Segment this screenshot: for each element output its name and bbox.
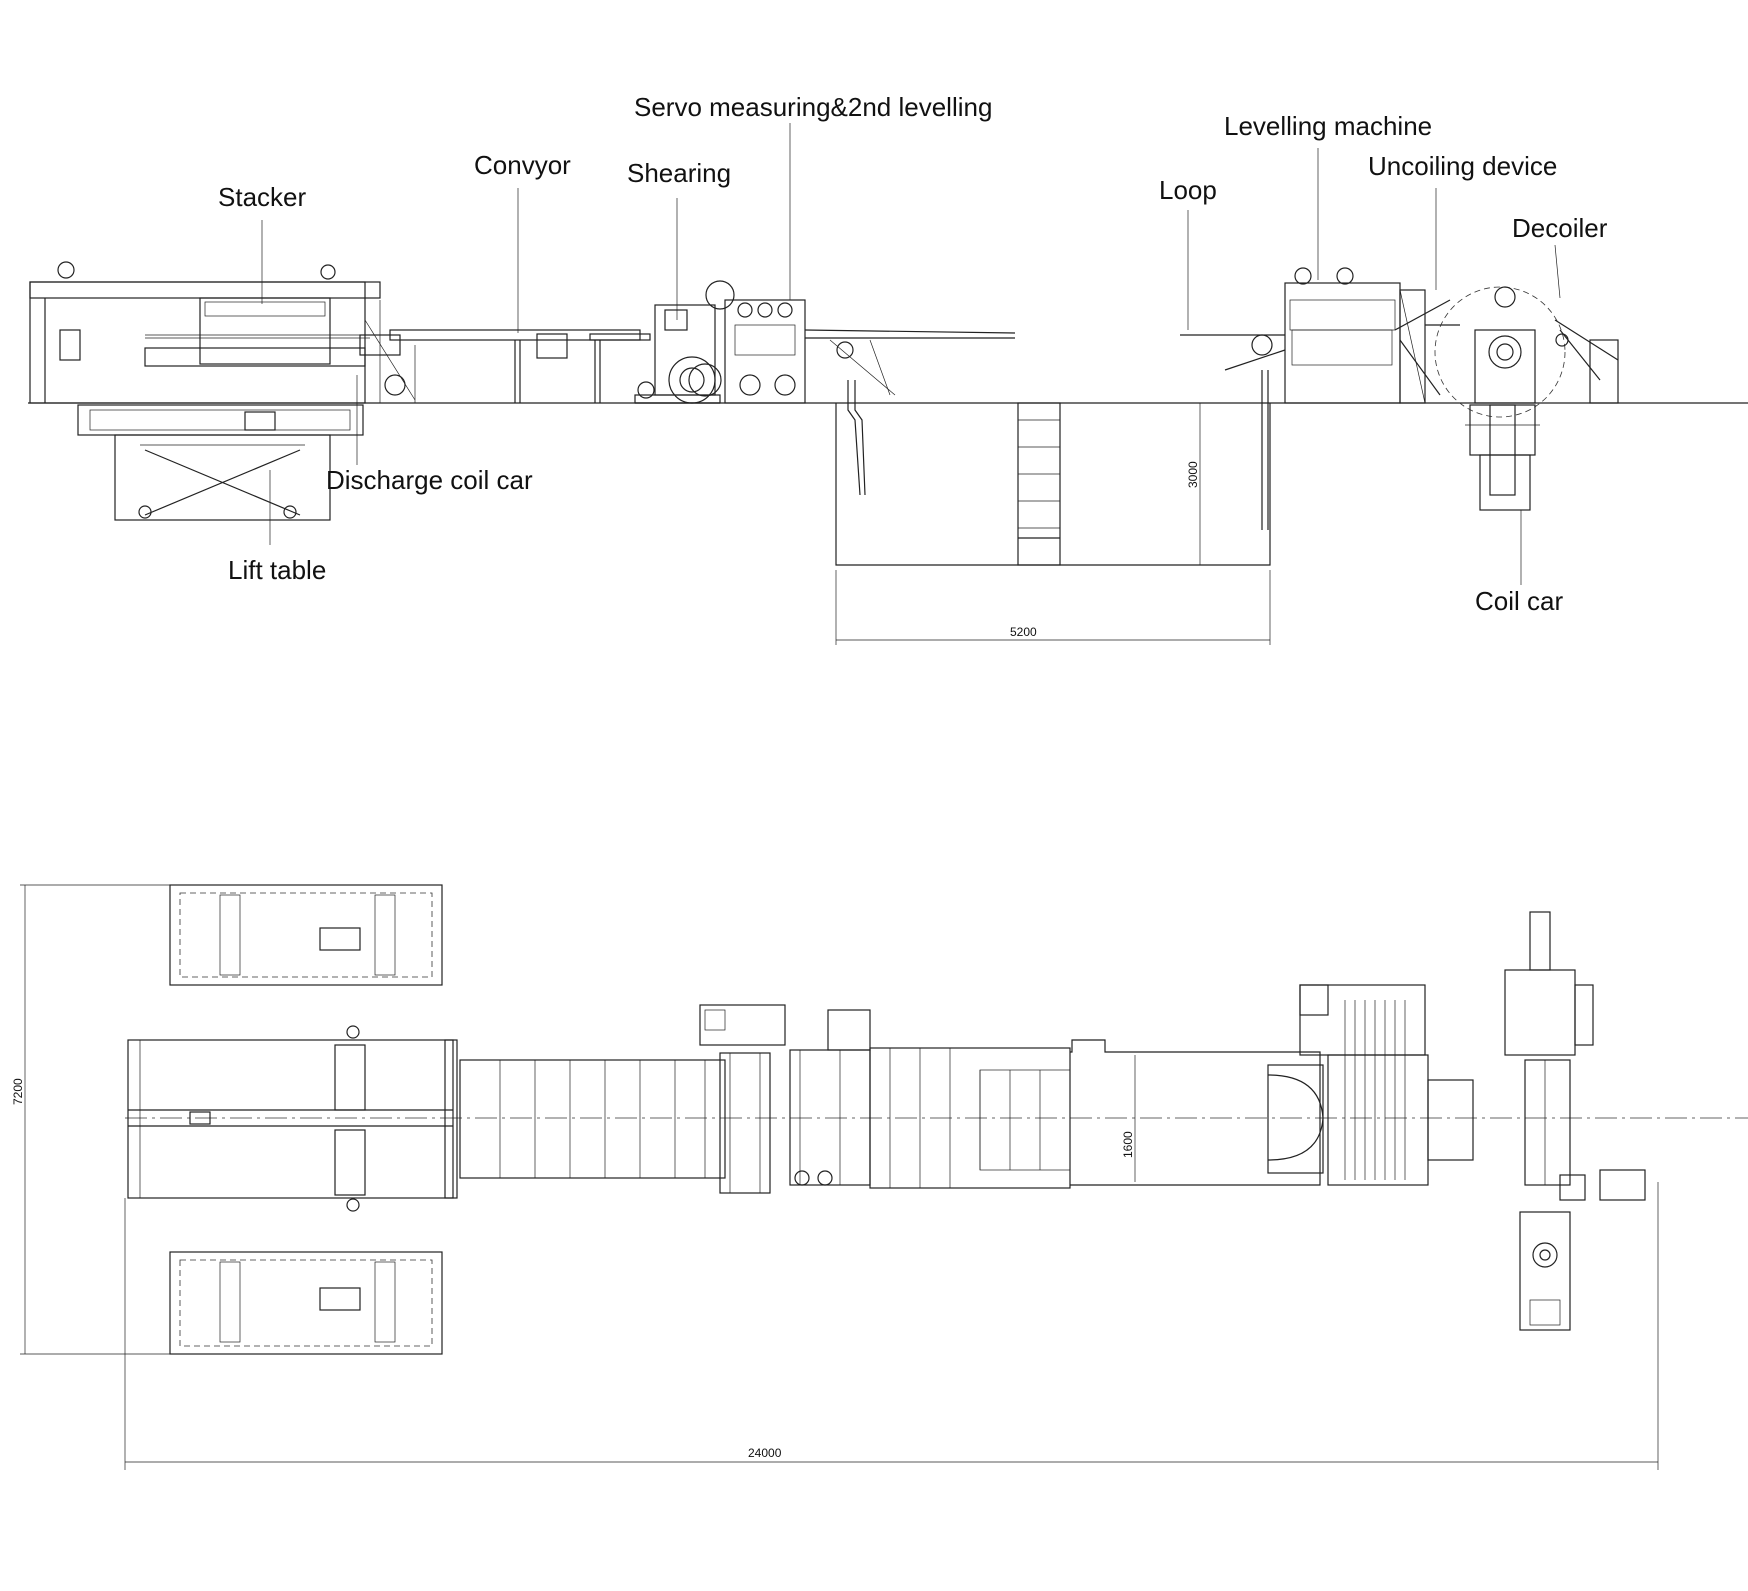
- lift-table-elevation: [77, 404, 364, 521]
- conveyor-plan: [459, 1059, 726, 1179]
- levelling-machine-elevation: [1180, 267, 1460, 404]
- label-stacker: Stacker: [218, 182, 306, 212]
- label-loop: Loop: [1159, 175, 1217, 205]
- line-length-dimension: 24000: [748, 1446, 782, 1460]
- decoiler-elevation: [1434, 286, 1619, 418]
- label-levelling-machine: Levelling machine: [1224, 111, 1432, 141]
- line-width-dimension: 7200: [11, 1078, 25, 1105]
- label-servo-measuring: Servo measuring&2nd levelling: [634, 92, 992, 122]
- shearing-elevation: [634, 304, 722, 404]
- label-convyor: Convyor: [474, 150, 571, 180]
- strip-width-dimension: 1600: [1121, 1131, 1135, 1158]
- loop-pit-plan: 1600: [1070, 1039, 1324, 1186]
- conveyor-elevation: [389, 329, 651, 403]
- label-discharge-coil-car: Discharge coil car: [326, 465, 533, 495]
- coil-car-plan: [1519, 1211, 1571, 1331]
- stacker-plan: [127, 1025, 458, 1212]
- label-shearing: Shearing: [627, 158, 731, 188]
- exit-table-plan: [869, 1047, 1071, 1189]
- label-lift-table: Lift table: [228, 555, 326, 585]
- decoiler-plan: [1504, 911, 1646, 1201]
- exit-table-elevation: [804, 329, 1016, 396]
- coil-car-elevation: [1465, 404, 1540, 511]
- loop-pit: 3000 5200: [835, 370, 1271, 645]
- servo-plan: [789, 1009, 871, 1186]
- elevation-view: 3000 5200: [28, 92, 1748, 645]
- plan-view: 1600: [11, 884, 1748, 1470]
- stacker-pallet-upper: [169, 884, 443, 986]
- loop-depth-dimension: 3000: [1186, 461, 1200, 488]
- overall-dimensions: 7200 24000: [11, 884, 1659, 1470]
- loop-length-dimension: 5200: [1010, 625, 1037, 639]
- label-coil-car: Coil car: [1475, 586, 1563, 616]
- leader-lines-elevation: [261, 123, 1561, 585]
- shearing-plan: [699, 1004, 786, 1194]
- servo-levelling-elevation: [705, 280, 806, 404]
- stacker-elevation: [29, 261, 416, 404]
- label-uncoiling-device: Uncoiling device: [1368, 151, 1557, 181]
- levelling-plan: [1299, 984, 1474, 1186]
- label-decoiler: Decoiler: [1512, 213, 1608, 243]
- stacker-pallet-lower: [169, 1251, 443, 1355]
